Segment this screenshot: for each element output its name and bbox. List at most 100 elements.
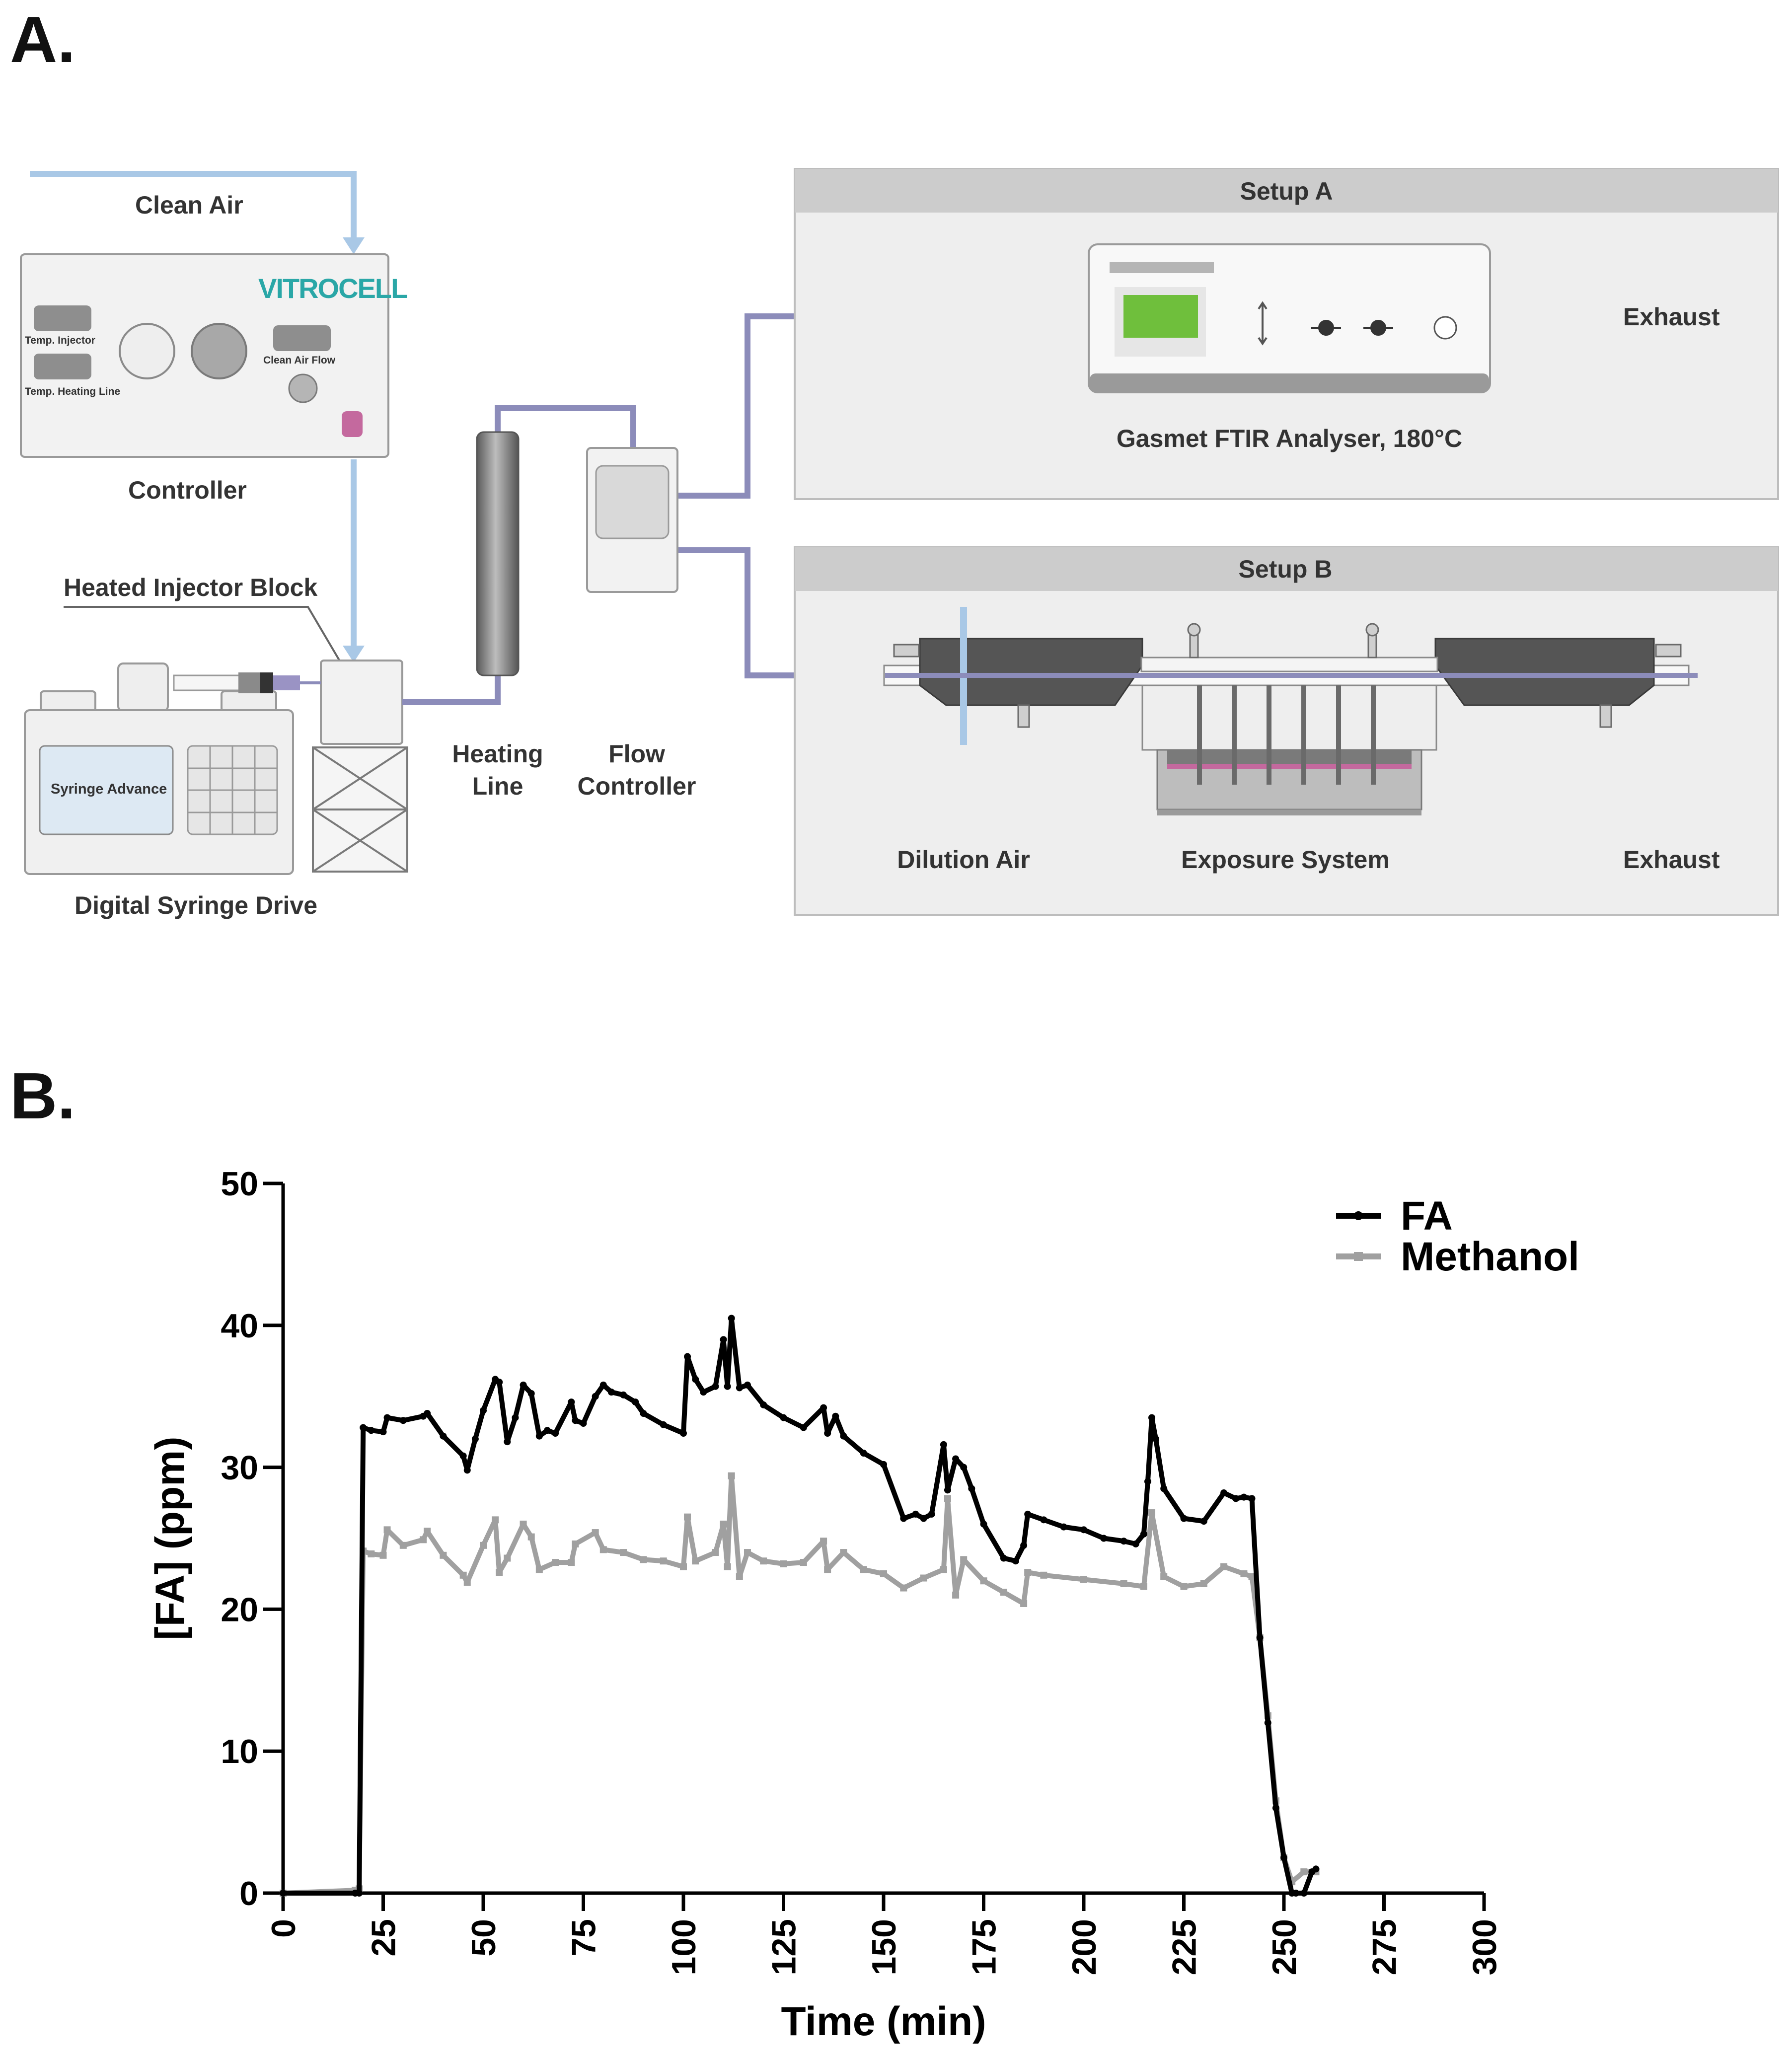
data-point-fa (640, 1409, 647, 1417)
data-point-methanol (1248, 1573, 1256, 1580)
syringe-advance-display (39, 745, 174, 835)
x-tick-label: 125 (765, 1919, 803, 1975)
controller-unit: VITROCELL Temp. Injector Temp. Heating L… (20, 253, 408, 458)
legend-label-methanol: Methanol (1401, 1234, 1579, 1279)
data-point-methanol (368, 1550, 375, 1557)
data-point-fa (1272, 1804, 1279, 1812)
data-point-methanol (728, 1472, 735, 1479)
flow-controller-label-2: Controller (578, 772, 696, 800)
data-point-fa (1140, 1530, 1147, 1538)
syringe-advance-label: Syringe Advance (51, 781, 167, 797)
x-tick-label: 150 (865, 1919, 903, 1975)
data-point-fa (760, 1401, 767, 1408)
data-point-fa (463, 1467, 471, 1474)
data-point-methanol (520, 1520, 527, 1528)
data-point-fa (580, 1420, 587, 1427)
clean-air-label: Clean Air (135, 191, 243, 219)
controller-dial-left (119, 323, 175, 379)
panel-b-label: B. (10, 1059, 75, 1132)
data-point-fa (440, 1432, 447, 1440)
data-point-methanol (463, 1579, 471, 1586)
injector-stand (312, 746, 408, 873)
data-point-fa (712, 1383, 719, 1390)
data-point-fa (1312, 1865, 1320, 1873)
data-point-methanol (800, 1559, 807, 1566)
data-point-methanol (736, 1573, 743, 1580)
data-point-methanol (1180, 1583, 1188, 1590)
series-fa (280, 1315, 1320, 1897)
data-point-fa (480, 1407, 487, 1414)
data-point-fa (568, 1398, 575, 1406)
data-point-fa (527, 1390, 535, 1397)
vitrocell-logo: VITROCELL (258, 273, 407, 304)
y-tick-label: 10 (221, 1733, 258, 1770)
y-axis-title: [FA] (ppm) (148, 1437, 193, 1640)
data-point-fa (599, 1381, 607, 1389)
data-point-fa (1040, 1516, 1047, 1524)
x-tick-label: 25 (365, 1919, 403, 1957)
data-point-methanol (1160, 1573, 1168, 1580)
flow-knob (288, 373, 318, 403)
heating-line-label-2: Line (472, 772, 523, 800)
flow-controller-screen (595, 465, 670, 539)
data-point-fa (980, 1520, 987, 1528)
data-point-methanol (399, 1542, 407, 1549)
exhaust-b-label: Exhaust (1623, 846, 1720, 874)
data-point-methanol (496, 1569, 503, 1576)
y-tick-label: 20 (221, 1591, 258, 1628)
controller-dial-right (191, 323, 247, 379)
data-point-methanol (960, 1556, 968, 1563)
data-point-methanol (440, 1551, 447, 1559)
data-point-methanol (944, 1495, 951, 1502)
data-point-fa (607, 1389, 615, 1396)
data-point-methanol (420, 1536, 427, 1544)
temp-heating-line-display (34, 354, 91, 379)
data-point-fa (832, 1412, 839, 1420)
setup-b-title: Setup B (1239, 555, 1333, 583)
data-point-methanol (1148, 1509, 1156, 1517)
data-point-methanol (383, 1526, 391, 1534)
y-tick-label: 30 (221, 1449, 258, 1487)
data-point-fa (780, 1414, 787, 1421)
dilution-air-label: Dilution Air (897, 846, 1030, 874)
data-point-methanol (492, 1516, 499, 1524)
legend-marker-methanol (1354, 1252, 1363, 1261)
data-point-methanol (712, 1549, 719, 1556)
data-point-fa (1148, 1414, 1156, 1421)
data-point-fa (840, 1432, 847, 1440)
clean-air-arrow-icon (343, 237, 365, 254)
data-point-methanol (640, 1556, 647, 1563)
data-point-methanol (379, 1551, 387, 1559)
data-point-fa (952, 1455, 960, 1463)
heated-injector-block-label: Heated Injector Block (64, 574, 317, 601)
data-point-fa (1012, 1557, 1019, 1565)
y-tick-label: 0 (239, 1875, 258, 1912)
data-point-fa (700, 1389, 707, 1396)
data-point-methanol (552, 1559, 559, 1566)
data-point-methanol (1024, 1569, 1032, 1576)
data-point-methanol (940, 1566, 947, 1573)
data-point-fa (424, 1409, 431, 1417)
temp-injector-label: Temp. Injector (25, 335, 95, 346)
data-point-fa (368, 1427, 375, 1434)
data-point-fa (1024, 1510, 1032, 1518)
data-point-fa (1080, 1526, 1087, 1534)
power-button-icon (342, 411, 363, 437)
data-point-fa (1020, 1542, 1028, 1549)
data-point-fa (1240, 1493, 1248, 1501)
data-point-fa (543, 1427, 551, 1434)
data-point-methanol (1120, 1580, 1127, 1587)
data-point-methanol (980, 1577, 987, 1585)
setup-a-title: Setup A (1240, 177, 1333, 205)
clean-air-flow-display (273, 325, 331, 351)
analyser-label: Gasmet FTIR Analyser, 180°C (1117, 425, 1462, 452)
data-point-methanol (1040, 1571, 1047, 1579)
indicator-light-icon (1433, 316, 1457, 340)
data-point-fa (399, 1417, 407, 1424)
x-tick-label: 225 (1166, 1919, 1203, 1975)
data-point-fa (632, 1398, 639, 1406)
data-point-fa (356, 1890, 363, 1897)
exhaust-a-label: Exhaust (1623, 303, 1720, 331)
data-point-fa (1100, 1535, 1108, 1542)
data-point-fa (660, 1421, 667, 1428)
